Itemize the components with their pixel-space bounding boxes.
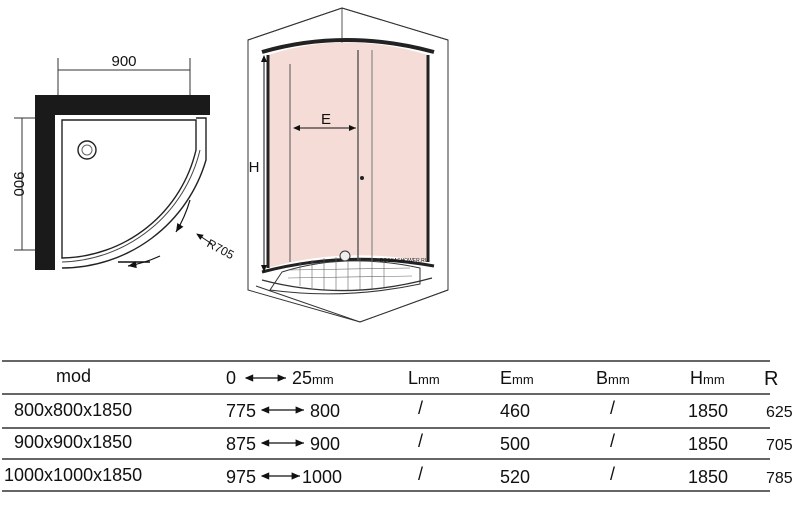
row-3-range-min: 975 <box>226 467 257 487</box>
range-arrows <box>244 374 304 480</box>
watermark-text: BOSSASHOWER.RU <box>380 258 429 264</box>
row-3-l: / <box>418 464 424 484</box>
plan-walls <box>35 95 210 270</box>
plan-depth-label: 900 <box>10 171 27 196</box>
row-2-mod: 900x900x1850 <box>14 432 133 452</box>
row-1-b: / <box>610 398 616 418</box>
row-2-l: / <box>418 431 424 451</box>
elevation-h-label: H <box>249 159 260 176</box>
row-2-range-min: 875 <box>226 434 257 454</box>
header-range-left: 0 <box>226 368 237 388</box>
row-3-h: 1850 <box>688 467 729 487</box>
door-handle-icon <box>360 176 364 180</box>
row-1-r: 625 <box>766 404 793 421</box>
header-r: R <box>764 368 779 390</box>
plan-shower-tray <box>61 117 207 269</box>
row-3-b: / <box>610 464 616 484</box>
plan-door-arrows <box>118 199 191 269</box>
plan-width-label: 900 <box>111 53 136 70</box>
spec-table-lines <box>2 360 770 492</box>
row-1-range-min: 775 <box>226 401 257 421</box>
row-2-e: 500 <box>500 434 531 454</box>
row-2-range-max: 900 <box>310 434 341 454</box>
elevation-view <box>247 7 449 323</box>
row-3-e: 520 <box>500 467 531 487</box>
row-1-e: 460 <box>500 401 531 421</box>
row-1-mod: 800x800x1850 <box>14 400 133 420</box>
plan-depth-dimension <box>14 117 38 251</box>
header-b: Bmm <box>596 368 630 388</box>
plan-width-dimension <box>57 58 191 95</box>
header-mod: mod <box>56 366 92 386</box>
row-1-l: / <box>418 398 424 418</box>
header-e: Emm <box>500 368 534 388</box>
drain-icon <box>77 140 97 160</box>
row-2-b: / <box>610 431 616 451</box>
row-2-h: 1850 <box>688 434 729 454</box>
radius-leader <box>196 233 213 245</box>
elevation-e-label: E <box>321 111 331 128</box>
header-h: Hmm <box>690 368 725 388</box>
row-2-r: 705 <box>766 437 793 454</box>
row-3-range-max: 1000 <box>302 467 343 487</box>
header-l: Lmm <box>408 368 440 388</box>
row-3-r: 785 <box>766 470 793 487</box>
header-range-right: 25mm <box>292 368 334 388</box>
row-3-mod: 1000x1000x1850 <box>4 465 143 485</box>
row-1-range-max: 800 <box>310 401 341 421</box>
row-1-h: 1850 <box>688 401 729 421</box>
